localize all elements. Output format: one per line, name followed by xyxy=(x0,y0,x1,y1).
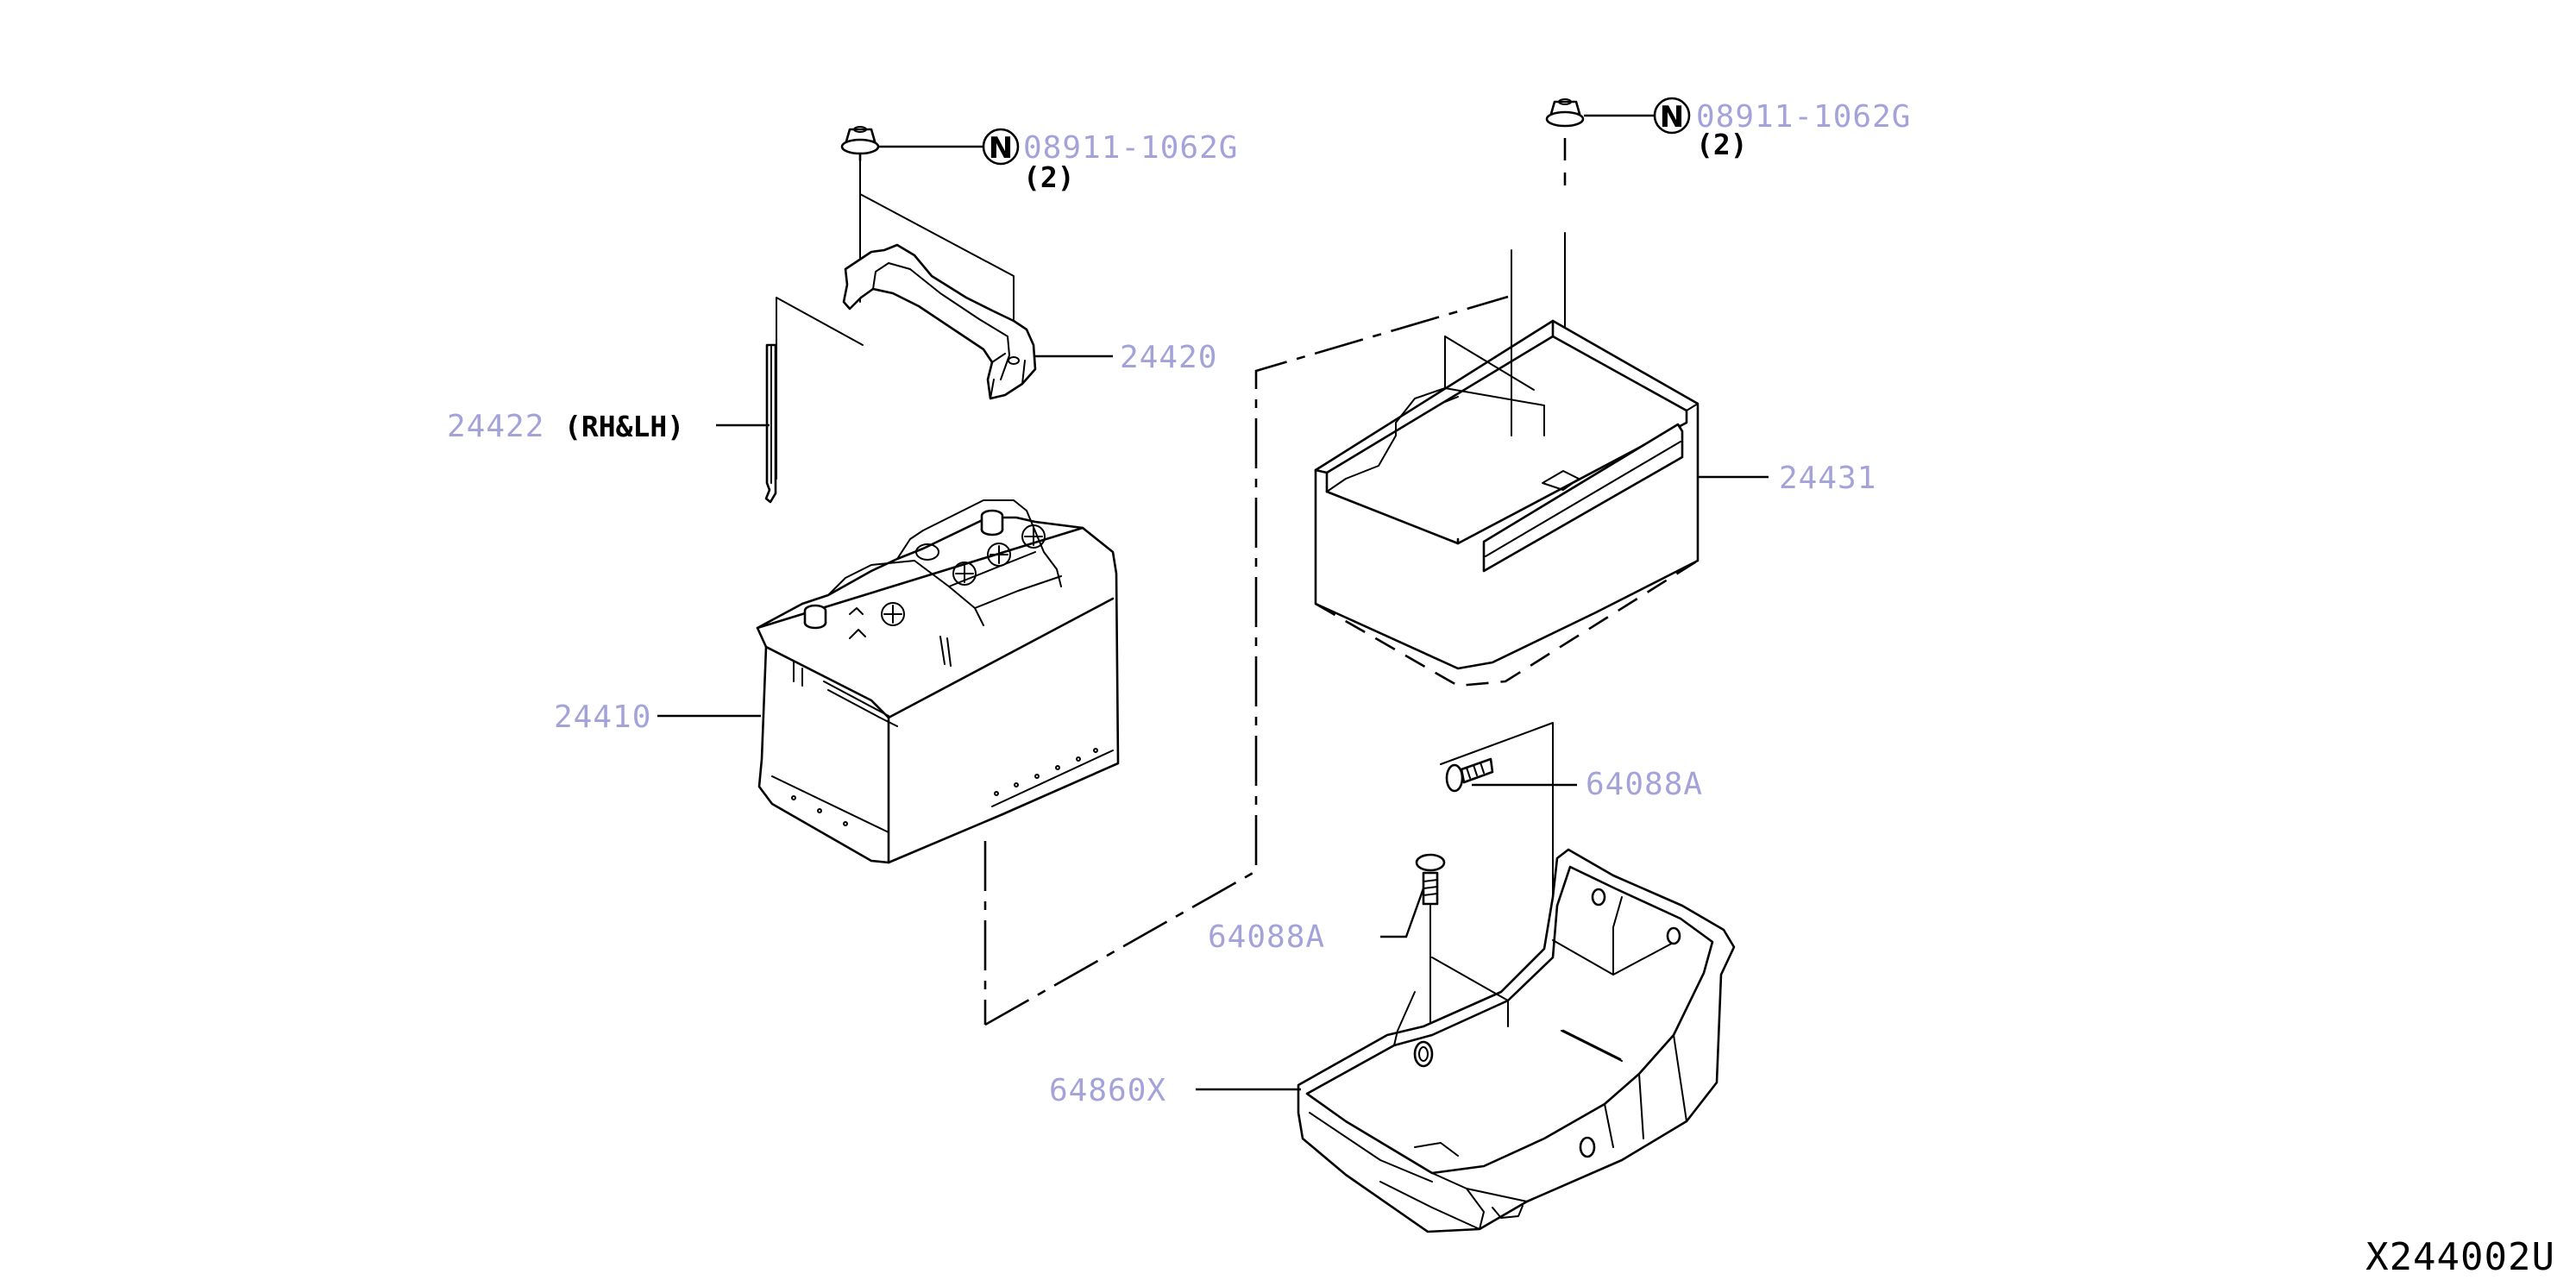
nut-left-quantity: (2) xyxy=(1023,160,1075,194)
nut-right-marker: N xyxy=(1653,97,1691,135)
svg-text:N: N xyxy=(989,131,1013,166)
diagram-id-code: X244002U xyxy=(2366,1235,2555,1279)
battery-tray-part-number[interactable]: 64860X xyxy=(1049,1073,1166,1108)
hold-down-frame-part-number[interactable]: 24420 xyxy=(1120,340,1217,375)
battery-tray-64860X[interactable] xyxy=(1297,848,1736,1233)
hold-down-rod-24422[interactable] xyxy=(764,343,777,504)
nut-right-quantity: (2) xyxy=(1696,128,1748,161)
bolt-upper-part-number[interactable]: 64088A xyxy=(1586,767,1703,802)
nut-right-icon xyxy=(1545,98,1585,128)
nut-right-part-number[interactable]: 08911-1062G xyxy=(1696,99,1911,135)
rod-guide-lines xyxy=(776,297,864,480)
battery-box-24431[interactable] xyxy=(1314,249,1700,687)
hold-down-rod-part-number[interactable]: 24422 xyxy=(447,409,544,444)
bolt-upper-guide xyxy=(1440,722,1554,900)
hold-down-frame-24420[interactable] xyxy=(842,243,1037,400)
svg-text:N: N xyxy=(1660,100,1684,135)
nut-left-marker: N xyxy=(982,128,1020,166)
battery-24410[interactable] xyxy=(756,499,1120,864)
bolt-lower-part-number[interactable]: 64088A xyxy=(1208,919,1325,955)
bolt-upper-icon xyxy=(1445,757,1494,793)
battery-part-number[interactable]: 24410 xyxy=(554,700,651,735)
battery-box-guide xyxy=(984,295,1509,1026)
nut-left-part-number[interactable]: 08911-1062G xyxy=(1023,130,1238,166)
bolt-lower-icon xyxy=(1415,853,1446,906)
hold-down-rod-note: (RH&LH) xyxy=(564,410,684,443)
bolt-lower-leader xyxy=(1380,888,1425,938)
battery-box-part-number[interactable]: 24431 xyxy=(1779,461,1876,496)
nut-left-icon xyxy=(840,126,880,162)
